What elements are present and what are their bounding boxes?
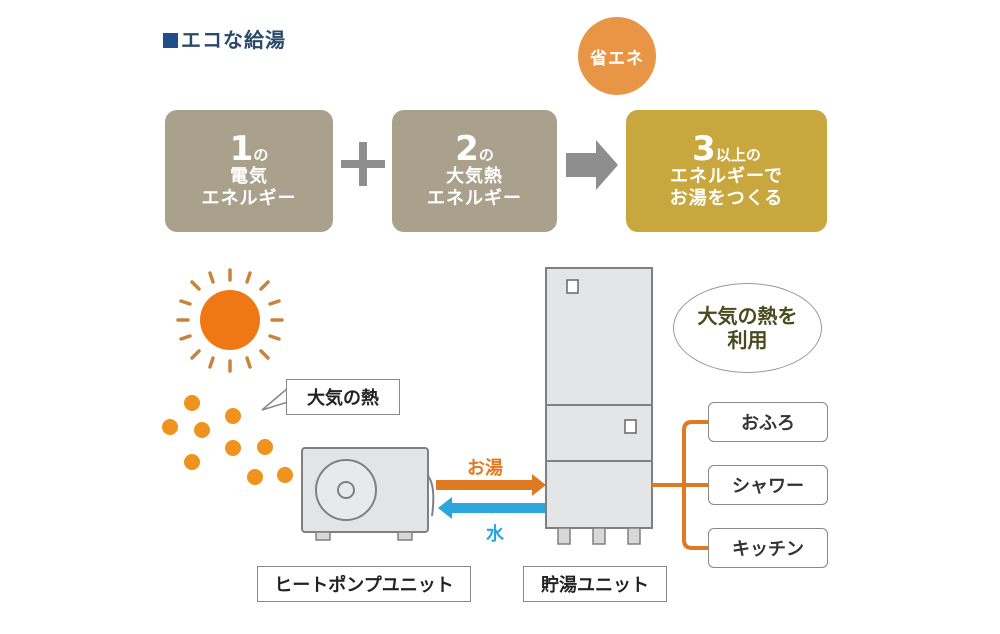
- destination-text: キッチン: [732, 539, 804, 560]
- destination-kitchen: キッチン: [708, 528, 828, 568]
- plus-icon: [341, 142, 385, 186]
- destination-shower: シャワー: [708, 465, 828, 505]
- card-line1: エネルギーで: [670, 165, 783, 187]
- title-square-icon: [163, 33, 178, 48]
- storage-tank-unit: [545, 267, 653, 545]
- air-heat-dots: [162, 395, 293, 485]
- destination-text: シャワー: [732, 476, 804, 497]
- water-label: 水: [486, 524, 504, 545]
- hot-water-label: お湯: [467, 458, 503, 479]
- heat-pump-label: ヒートポンプユニット: [257, 566, 471, 602]
- card-air-heat-energy: 2の 大気熱 エネルギー: [392, 110, 557, 232]
- air-heat-usage-oval: 大気の熱を 利用: [673, 283, 822, 373]
- heat-pump-unit: [301, 447, 435, 541]
- page-title: エコな給湯: [163, 24, 286, 53]
- card-line2: エネルギー: [201, 188, 297, 209]
- card-electric-energy: 1の 電気 エネルギー: [165, 110, 333, 232]
- card-suffix: の: [478, 145, 494, 164]
- label-text: ヒートポンプユニット: [274, 575, 454, 596]
- title-text: エコな給湯: [181, 28, 286, 52]
- tank-unit-label: 貯湯ユニット: [523, 566, 667, 602]
- sun-icon: [176, 268, 284, 373]
- card-line1: 大気熱: [446, 165, 503, 187]
- oval-line1: 大気の熱を: [697, 304, 798, 328]
- energy-saving-badge: 省エネ: [578, 17, 656, 95]
- destination-bath: おふろ: [708, 402, 828, 442]
- card-number: 3: [692, 128, 716, 169]
- callout-text: 大気の熱: [307, 388, 379, 409]
- card-result-energy: 3以上の エネルギーで お湯をつくる: [626, 110, 827, 232]
- label-text: 貯湯ユニット: [541, 575, 649, 596]
- card-number: 2: [455, 128, 479, 169]
- card-suffix: 以上の: [715, 145, 761, 164]
- oval-line2: 利用: [727, 328, 768, 352]
- flow-arrows: [436, 474, 548, 519]
- callout-pointer: [261, 387, 289, 411]
- air-heat-callout: 大気の熱: [286, 379, 400, 415]
- water-arrow: [438, 497, 548, 519]
- distribution-pipes: [652, 420, 708, 550]
- card-suffix: の: [253, 145, 269, 164]
- right-arrow-icon: [566, 140, 618, 190]
- card-line1: 電気: [230, 165, 268, 187]
- destination-text: おふろ: [741, 413, 795, 434]
- badge-text: 省エネ: [590, 48, 644, 69]
- hot-water-arrow: [436, 474, 546, 496]
- card-line2: お湯をつくる: [669, 188, 784, 209]
- card-number: 1: [229, 128, 254, 169]
- card-line2: エネルギー: [427, 188, 522, 209]
